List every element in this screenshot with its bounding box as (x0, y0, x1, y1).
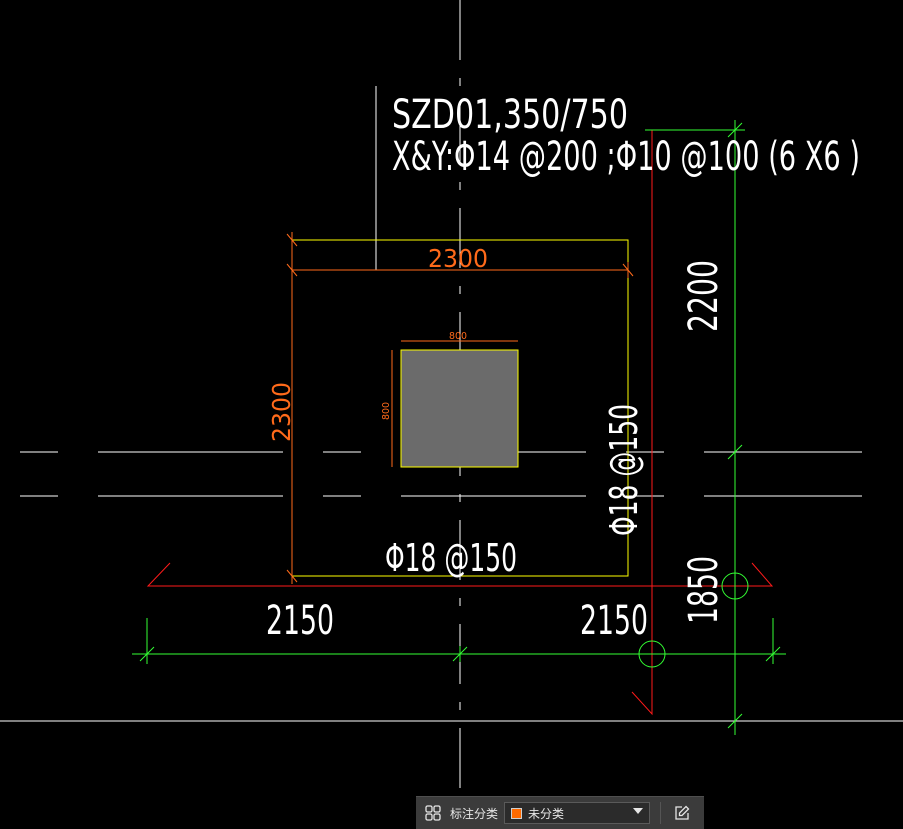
dim-tick (452, 646, 468, 662)
col-dim-text-top: 800 (449, 331, 467, 342)
dim-text-right-upper: 2200 (681, 260, 727, 332)
category-label: 标注分类 (450, 806, 499, 821)
dim-tick (139, 646, 155, 662)
annotations: SZD01,350/750 X&Y:Φ14 @200 ;Φ10 @100 (6 … (266, 92, 860, 644)
column-rect[interactable] (400, 349, 519, 468)
dimension-lines-green (132, 120, 786, 735)
color-swatch (511, 807, 523, 819)
toolbar-divider (660, 802, 662, 824)
chevron-down-icon (633, 808, 644, 814)
dim-text-bottom-left: 2150 (266, 598, 334, 644)
dim-text-bottom-right: 2150 (580, 598, 648, 644)
dim-tick (727, 444, 743, 460)
edit-icon[interactable] (671, 802, 693, 824)
category-selected-value: 未分类 (528, 806, 565, 821)
dim-tick (727, 713, 743, 729)
dim-text-top: 2300 (428, 244, 488, 273)
category-select[interactable]: 未分类 (504, 802, 651, 824)
dim-text-left: 2300 (267, 382, 296, 442)
rebar-text-right: Φ18 @150 (602, 404, 646, 536)
annotation-toolbar: 标注分类 未分类 (416, 796, 704, 829)
dim-tick (622, 263, 634, 277)
dim-tick (727, 122, 743, 138)
dim-text-right-lower: 1850 (681, 556, 727, 624)
rebar-lines (146, 130, 774, 716)
title-line-2: X&Y:Φ14 @200 ;Φ10 @100 (6 X6 ) (392, 134, 860, 180)
title-line-1: SZD01,350/750 (392, 92, 628, 138)
axis-bubble (721, 572, 749, 600)
dim-tick (765, 646, 781, 662)
grid-icon[interactable] (422, 802, 444, 824)
rebar-right (631, 130, 653, 716)
rebar-bottom (146, 562, 774, 587)
axis-bubble (638, 640, 666, 668)
col-dim-text-left: 800 (381, 402, 392, 420)
rebar-text-bottom: Φ18 @150 (385, 536, 517, 580)
dimension-lines-orange (286, 232, 634, 584)
dim-tick (286, 233, 298, 247)
dim-tick (286, 569, 298, 583)
dim-tick (286, 263, 298, 277)
